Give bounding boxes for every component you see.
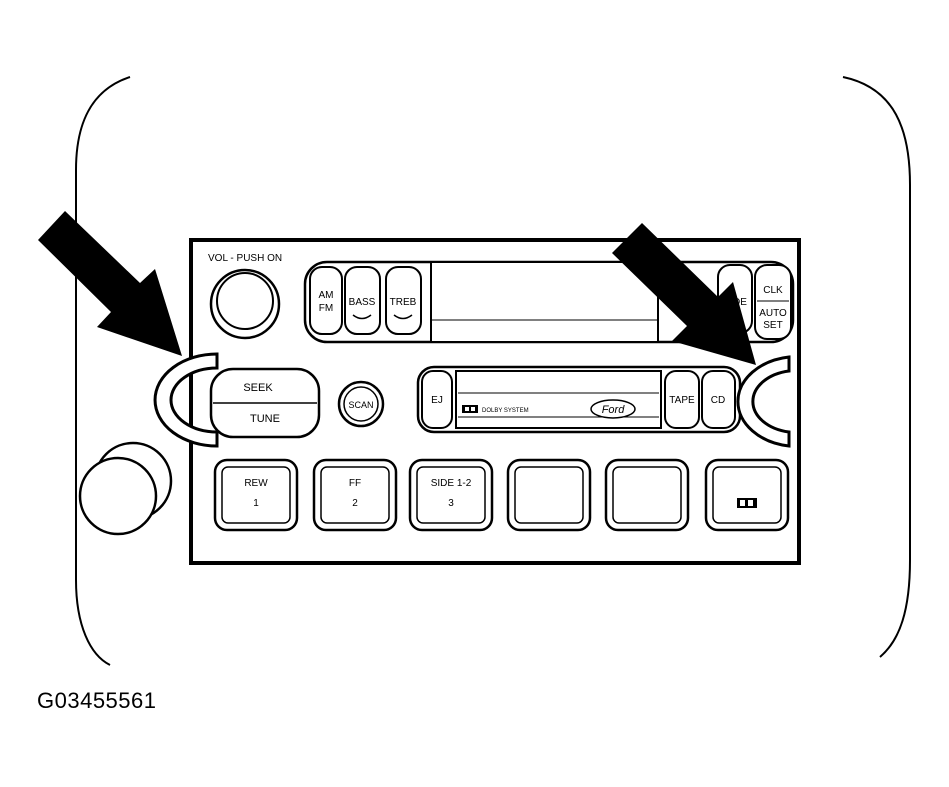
dolby-logo-icon [737, 498, 757, 508]
loose-knob [78, 441, 173, 536]
volume-knob[interactable] [209, 268, 281, 340]
seek-label: SEEK [243, 382, 273, 394]
preset-button-2[interactable]: FF 2 [312, 458, 398, 532]
mode-label-fragment: DE [733, 297, 747, 308]
dash-opening-outline [75, 76, 131, 666]
display-window [430, 261, 659, 343]
tape-button[interactable]: TAPE [664, 370, 700, 429]
preset-button-1[interactable]: REW 1 [213, 458, 299, 532]
treb-label: TREB [390, 297, 417, 308]
ford-logo-text: Ford [602, 404, 626, 416]
removal-tool-icon [153, 352, 219, 448]
cassette-slot: DOLBY SYSTEM Ford [455, 370, 662, 429]
treb-button[interactable]: TREB [385, 266, 422, 335]
clk-auto-set-button[interactable]: CLK AUTO SET [754, 264, 792, 340]
preset-button-4[interactable] [506, 458, 592, 532]
removal-tool-icon [736, 355, 791, 448]
preset-3-line1: SIDE 1-2 [431, 478, 472, 489]
figure-id: G03455561 [37, 688, 157, 713]
bass-label: BASS [349, 297, 376, 308]
preset-1-line2: 1 [253, 498, 259, 509]
clk-label: CLK [763, 285, 783, 296]
seek-tune-rocker[interactable]: SEEK TUNE [209, 367, 321, 439]
am-fm-button[interactable]: AM FM [309, 266, 343, 335]
tape-slot-text: DOLBY SYSTEM [482, 408, 529, 414]
cd-button[interactable]: CD [701, 370, 736, 429]
eject-button[interactable]: EJ [421, 370, 453, 429]
am-fm-label-top: AM [319, 290, 334, 301]
scan-button[interactable]: SCAN [337, 380, 385, 428]
preset-3-line2: 3 [448, 498, 454, 509]
preset-2-line2: 2 [352, 498, 358, 509]
tune-label: TUNE [250, 413, 280, 425]
auto-set-label-bottom: SET [763, 320, 782, 331]
eject-label: EJ [431, 395, 443, 406]
dash-opening-outline-right [842, 76, 911, 658]
ford-logo-icon: Ford [590, 399, 636, 419]
preset-button-6[interactable] [704, 458, 790, 532]
am-fm-label-bottom: FM [319, 303, 333, 314]
preset-button-3[interactable]: SIDE 1-2 3 [408, 458, 494, 532]
preset-1-line1: REW [244, 478, 268, 489]
cd-label: CD [711, 395, 725, 406]
preset-button-5[interactable] [604, 458, 690, 532]
bass-button[interactable]: BASS [344, 266, 381, 335]
volume-label: VOL - PUSH ON [208, 253, 282, 264]
arrow-icon [612, 223, 756, 365]
dolby-logo-icon [462, 405, 478, 413]
auto-set-label-top: AUTO [759, 308, 787, 319]
scan-label: SCAN [348, 400, 373, 410]
arrow-icon [38, 211, 182, 356]
tape-label: TAPE [669, 395, 695, 406]
preset-2-line1: FF [349, 478, 361, 489]
